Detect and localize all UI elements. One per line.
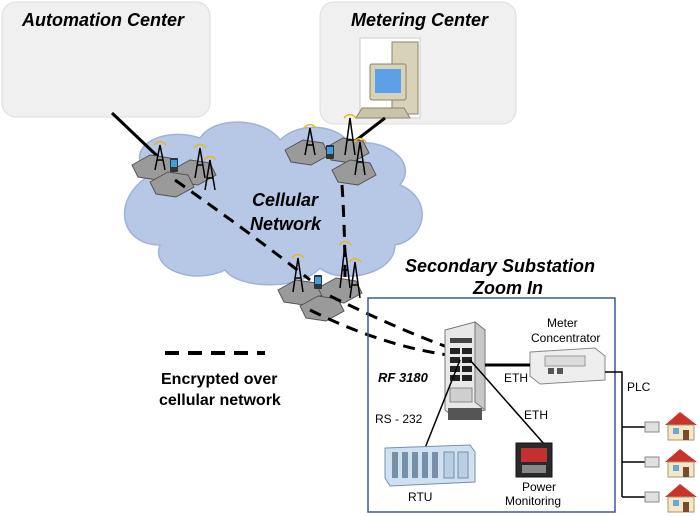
eth-power-label: ETH <box>524 408 548 422</box>
power-monitoring-label-line1: Power <box>522 480 557 494</box>
cell-tower-cluster-3 <box>277 240 363 322</box>
automation-center-box <box>1 1 211 118</box>
metering-center-label: Metering Center <box>351 10 489 30</box>
cell-tower-cluster-1 <box>131 140 217 198</box>
eth-meter-label: ETH <box>504 371 528 385</box>
power-monitoring-device <box>515 442 553 478</box>
substation-box <box>367 297 616 513</box>
automation-center-label: Automation Center <box>22 10 184 30</box>
rs232-label: RS - 232 <box>375 412 423 426</box>
meter-concentrator-label-line2: Concentrator <box>531 331 601 345</box>
plc-label: PLC <box>627 380 651 394</box>
router-device <box>444 320 486 420</box>
house-icon-2 <box>644 449 697 478</box>
substation-title-line2: Zoom In <box>473 278 543 298</box>
substation-links <box>424 359 645 498</box>
computer-icon <box>355 37 421 119</box>
house-icon-3 <box>644 484 697 513</box>
cell-tower-cluster-2 <box>284 113 377 186</box>
rtu-device <box>384 444 476 487</box>
power-monitoring-label-line2: Monitoring <box>505 494 562 508</box>
router-label: RF 3180 <box>378 370 428 385</box>
meter-concentrator-device <box>529 347 606 385</box>
encrypted-links <box>174 178 451 357</box>
meter-concentrator-label-line1: Meter <box>547 316 578 330</box>
legend-label-line1: Encrypted over <box>161 371 278 388</box>
cloud-label-line2: Network <box>250 214 322 234</box>
rtu-label: RTU <box>408 490 433 504</box>
house-icon-1 <box>644 412 697 441</box>
legend-label-line2: cellular network <box>159 392 281 409</box>
substation-title-line1: Secondary Substation <box>405 256 596 276</box>
cloud-label-line1: Cellular <box>252 190 319 210</box>
